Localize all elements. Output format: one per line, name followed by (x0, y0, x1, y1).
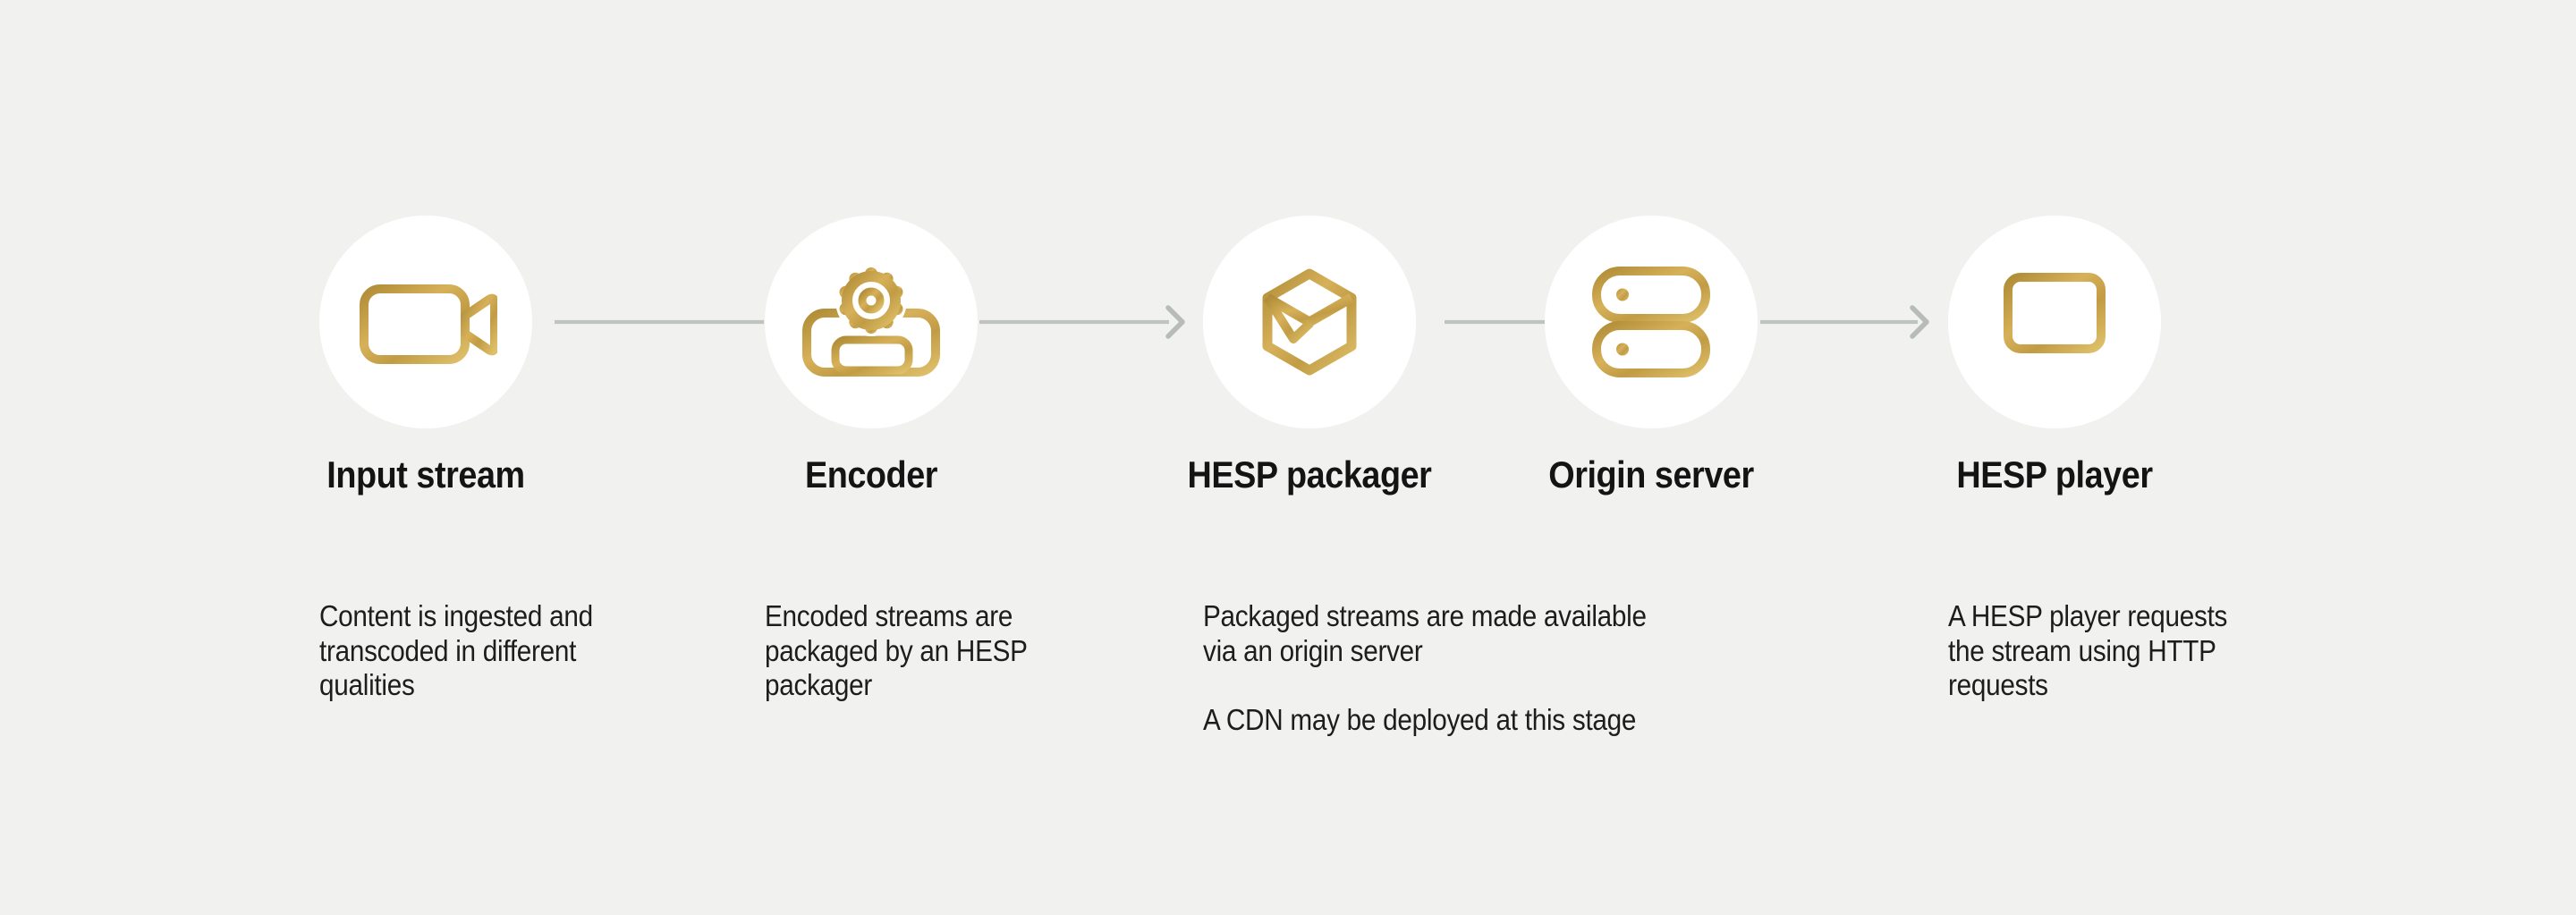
node-label-encoder: Encoder (804, 453, 938, 496)
laptop-icon (1992, 273, 2117, 367)
node-label-origin-server: Origin server (1548, 453, 1754, 496)
node-description-hesp-packager: Packaged streams are made available via … (1203, 599, 1647, 736)
node-label-input-stream: Input stream (326, 453, 525, 496)
node-description-input-stream: Content is ingested and transcoded in di… (319, 599, 593, 701)
package-cube-icon (1262, 268, 1357, 376)
connector-arrow-encoder-to-packager (979, 305, 1185, 339)
node-circle-hesp-player (1948, 216, 2161, 428)
server-stack-icon (1592, 267, 1710, 377)
gear-icon (839, 267, 903, 334)
node-description-encoder: Encoded streams are packaged by an HESP … (765, 599, 1028, 701)
node-label-hesp-player: HESP player (1956, 453, 2153, 496)
video-camera-icon (360, 284, 497, 364)
arrow-right-icon (1165, 305, 1185, 339)
connector-line-input-to-encoder (555, 319, 764, 325)
encoder-icon (802, 265, 940, 377)
node-description-hesp-player: A HESP player requests the stream using … (1948, 599, 2228, 701)
arrow-right-icon (1910, 305, 1929, 339)
connector-line-packager-to-origin (1445, 319, 1545, 325)
node-label-hesp-packager: HESP packager (1187, 453, 1432, 496)
connector-arrow-origin-to-player (1760, 305, 1929, 339)
